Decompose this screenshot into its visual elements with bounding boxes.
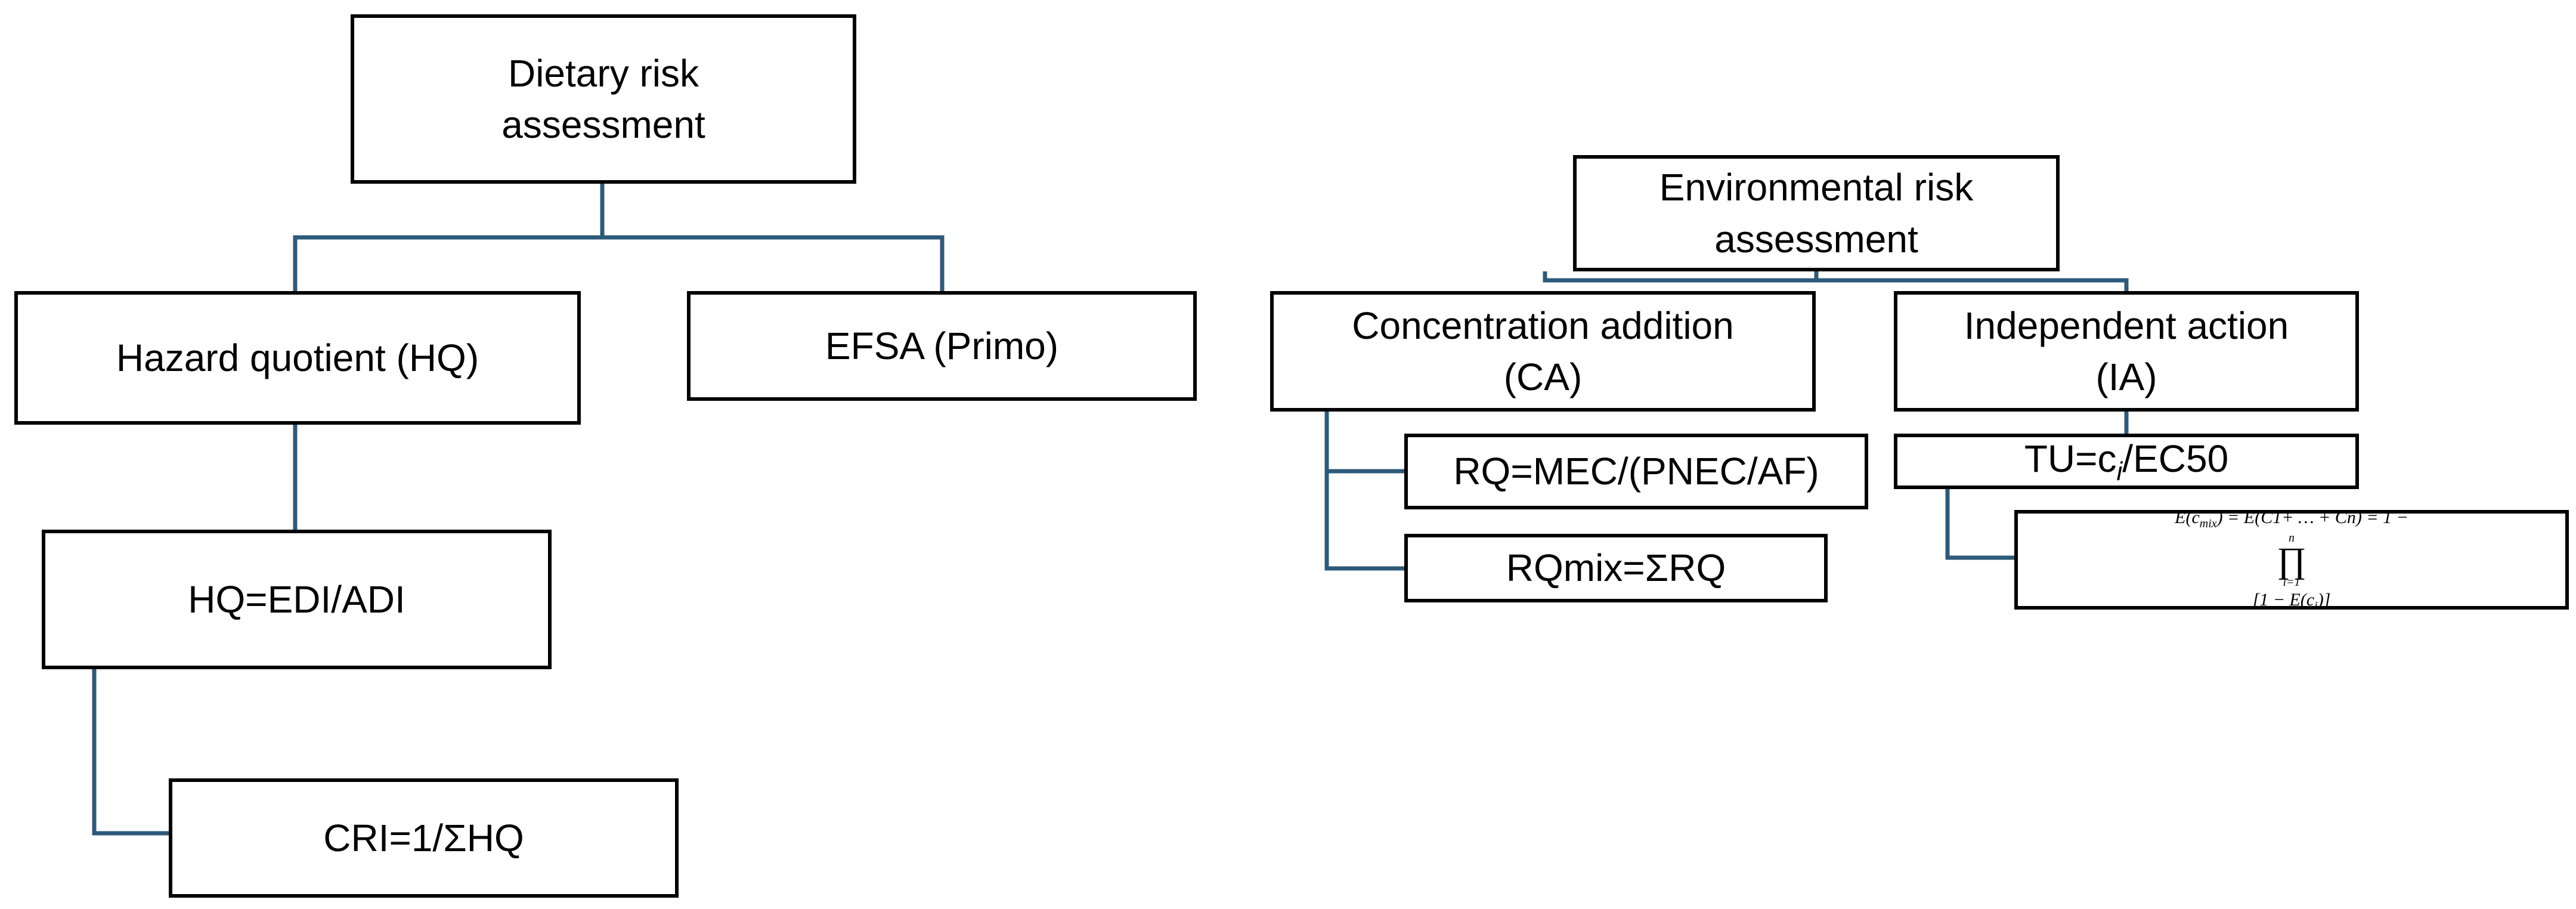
ia-formula-mid: ) = E(C1+ … + Cn) = 1 − bbox=[2216, 507, 2408, 527]
ia-formula-box: E(cmix) = E(C1+ … + Cn) = 1 − n∏i=1[1 − E… bbox=[2014, 508, 2569, 613]
rq-formula-box: RQ=MEC/(PNEC/AF) bbox=[1404, 434, 1868, 509]
dietary-risk-assessment-box: Dietary risk assessment bbox=[351, 14, 856, 184]
hazard-quotient-box: Hazard quotient (HQ) bbox=[14, 291, 581, 425]
connector-ca-to-rq bbox=[1324, 412, 1404, 474]
rqmix-formula-box: RQmix=ΣRQ bbox=[1404, 534, 1828, 602]
connector-ca-to-rqmix bbox=[1324, 471, 1404, 571]
ca-line1: Concentration addition bbox=[1352, 304, 1734, 347]
efsa-primo-box: EFSA (Primo) bbox=[687, 291, 1197, 401]
product-operator: n∏i=1 bbox=[2178, 532, 2405, 588]
ca-line2: (CA) bbox=[1503, 355, 1583, 398]
connector-group bbox=[92, 184, 2129, 836]
hazard-quotient-label: Hazard quotient (HQ) bbox=[116, 336, 479, 379]
hq-formula-label: HQ=EDI/ADI bbox=[188, 577, 405, 621]
connector-dietary-to-hq bbox=[293, 184, 605, 291]
connector-hq-formula-to-cri bbox=[92, 669, 169, 836]
rq-formula-label: RQ=MEC/(PNEC/AF) bbox=[1453, 450, 1819, 493]
concentration-addition-box: Concentration addition (CA) bbox=[1270, 291, 1816, 412]
cri-formula-label: CRI=1/ΣHQ bbox=[323, 816, 524, 859]
ia-formula-rhs-end: )] bbox=[2317, 589, 2331, 610]
efsa-primo-label: EFSA (Primo) bbox=[825, 324, 1059, 367]
ia-formula-lhs-sub: mix bbox=[2199, 517, 2217, 530]
ia-line2: (IA) bbox=[2095, 355, 2157, 398]
dietary-root-line2: assessment bbox=[501, 103, 705, 146]
dietary-root-line1: Dietary risk bbox=[507, 51, 699, 95]
ia-formula: E(cmix) = E(C1+ … + Cn) = 1 − n∏i=1[1 − E… bbox=[2175, 506, 2408, 614]
env-root-line1: Environmental risk bbox=[1659, 166, 1974, 209]
hq-formula-box: HQ=EDI/ADI bbox=[42, 530, 552, 669]
rqmix-formula-label: RQmix=ΣRQ bbox=[1506, 546, 1726, 590]
ia-formula-lhs: E(c bbox=[2175, 507, 2200, 527]
tu-formula-subscript: i bbox=[2116, 457, 2123, 487]
ia-formula-rhs-sub: i bbox=[2314, 599, 2318, 613]
tu-formula-prefix: TU=c bbox=[2024, 437, 2117, 481]
ia-formula-rhs: [1 − E(c bbox=[2252, 589, 2315, 610]
environmental-risk-assessment-box: Environmental risk assessment bbox=[1573, 155, 2060, 271]
ia-line1: Independent action bbox=[1964, 304, 2289, 347]
product-upper-limit: n bbox=[2289, 531, 2295, 545]
connector-env-to-ca-ia bbox=[1543, 271, 2129, 291]
tu-formula-box: TU=ci/EC50 bbox=[1894, 434, 2359, 489]
env-root-line2: assessment bbox=[1714, 217, 1918, 261]
connector-tu-to-ia-formula bbox=[1945, 489, 2014, 560]
cri-formula-box: CRI=1/ΣHQ bbox=[169, 778, 679, 898]
independent-action-box: Independent action (IA) bbox=[1894, 291, 2359, 412]
connector-dietary-to-efsa bbox=[602, 235, 945, 291]
tu-formula-label: TU=ci/EC50 bbox=[2024, 433, 2228, 489]
product-symbol: ∏ bbox=[2277, 540, 2306, 580]
product-lower-limit: i=1 bbox=[2283, 575, 2301, 589]
tu-formula-suffix: /EC50 bbox=[2122, 437, 2229, 481]
